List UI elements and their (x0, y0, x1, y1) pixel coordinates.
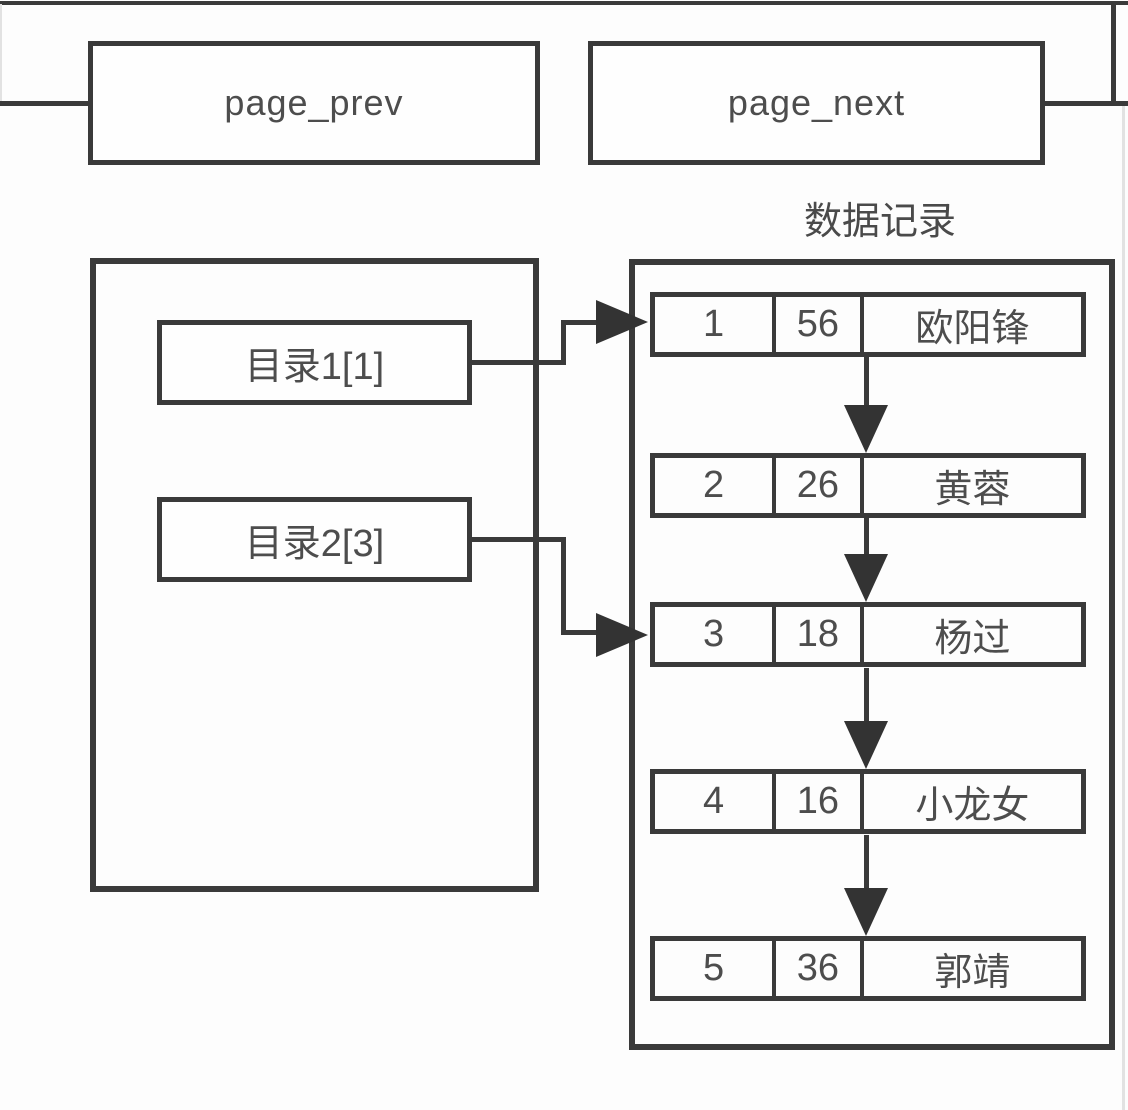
record-cell-name: 小龙女 (915, 785, 1030, 827)
record-row: 3 18 杨过 (650, 602, 1086, 667)
directory-slot-label: 目录1[1] (244, 346, 385, 388)
record-cell-id: 5 (703, 947, 725, 989)
connector-slot1-v (561, 320, 566, 365)
prev-page-link-line (0, 101, 90, 106)
record-cell-name: 黄蓉 (934, 469, 1011, 511)
page-prev-box: page_prev (88, 41, 540, 165)
record-cell-id: 1 (703, 303, 725, 345)
record-cell-key: 36 (772, 941, 864, 996)
record-row: 5 36 郭靖 (650, 936, 1086, 1001)
record-row: 4 16 小龙女 (650, 769, 1086, 834)
frame-top-line (0, 1, 1128, 5)
record-cell-name: 欧阳锋 (915, 308, 1030, 350)
connector-slot1-arrowhead (596, 300, 648, 344)
record-cell-key: 26 (772, 458, 864, 513)
next-page-link-line (1043, 101, 1128, 106)
record-cell-key: 56 (772, 297, 864, 352)
arrow-record1-to-record2-head (844, 405, 888, 453)
arrow-record4-to-record5-head (844, 888, 888, 936)
directory-slot-1: 目录1[1] (157, 320, 472, 405)
arrow-record2-to-record3-line (864, 518, 869, 556)
record-cell-id: 2 (703, 464, 725, 506)
record-row: 1 56 欧阳锋 (650, 292, 1086, 357)
record-cell-name: 杨过 (934, 618, 1011, 660)
connector-slot2-h2 (561, 630, 599, 635)
record-cell-id: 4 (703, 780, 725, 822)
arrow-record3-to-record4-line (864, 668, 869, 723)
page-next-box: page_next (588, 41, 1045, 165)
arrow-record1-to-record2-line (864, 357, 869, 407)
right-edge-line (1122, 103, 1125, 1110)
arrow-record4-to-record5-line (864, 835, 869, 890)
connector-slot2-arrowhead (596, 613, 648, 657)
left-edge-line (0, 4, 2, 104)
arrow-record2-to-record3-head (844, 554, 888, 602)
records-title: 数据记录 (803, 201, 956, 243)
connector-slot2-h1 (470, 537, 566, 542)
record-cell-key: 16 (772, 774, 864, 829)
page-prev-label: page_prev (224, 82, 404, 123)
connector-slot2-v (561, 537, 566, 635)
record-row: 2 26 黄蓉 (650, 453, 1086, 518)
frame-topright-vline (1111, 3, 1116, 106)
connector-slot1-h2 (561, 320, 599, 325)
directory-box (90, 258, 539, 892)
connector-slot1-h1 (470, 360, 566, 365)
record-cell-key: 18 (772, 607, 864, 662)
record-cell-id: 3 (703, 613, 725, 655)
arrow-record3-to-record4-head (844, 721, 888, 769)
record-cell-name: 郭靖 (934, 952, 1011, 994)
directory-slot-label: 目录2[3] (244, 523, 385, 565)
page-next-label: page_next (727, 82, 906, 123)
directory-slot-2: 目录2[3] (157, 497, 472, 582)
